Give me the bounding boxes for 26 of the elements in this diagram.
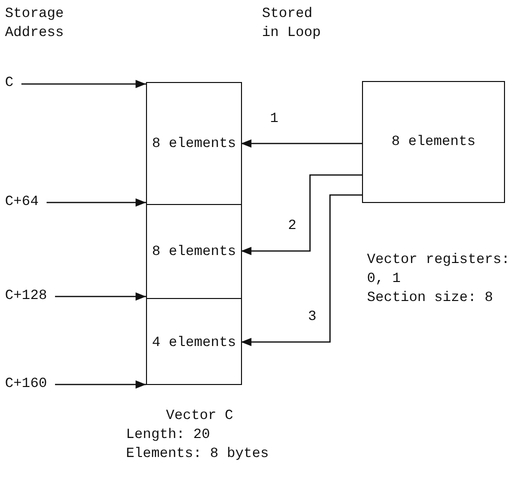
node-label: Section size: 8 <box>367 289 494 308</box>
arrow <box>46 198 146 207</box>
heading: Stored in Loop <box>262 5 322 43</box>
address-label: C+128 <box>5 287 48 306</box>
arrow <box>55 380 146 389</box>
node-label: Length: 20 <box>126 426 210 445</box>
arrow <box>21 80 146 88</box>
arrow <box>241 194 362 346</box>
node-label: Vector registers: 0, 1 <box>367 251 511 289</box>
memory-section: 4 elements <box>147 298 241 386</box>
arrow <box>241 139 362 148</box>
node-label: Vector C <box>166 407 234 426</box>
arrow <box>55 292 146 301</box>
edge-label: 2 <box>288 217 296 236</box>
vector-box <box>146 82 242 385</box>
register-box: 8 elements <box>362 81 505 203</box>
address-label: C+160 <box>5 375 48 394</box>
edge-label: 3 <box>308 308 316 327</box>
arrow <box>241 174 362 256</box>
address-label: C+64 <box>5 193 39 212</box>
heading: Storage Address <box>5 5 65 43</box>
address-label: C <box>5 74 14 93</box>
edge-label: 1 <box>270 110 278 128</box>
node-label: Elements: 8 bytes <box>126 445 269 464</box>
memory-section: 8 elements <box>147 204 241 298</box>
memory-section: 8 elements <box>147 83 241 204</box>
